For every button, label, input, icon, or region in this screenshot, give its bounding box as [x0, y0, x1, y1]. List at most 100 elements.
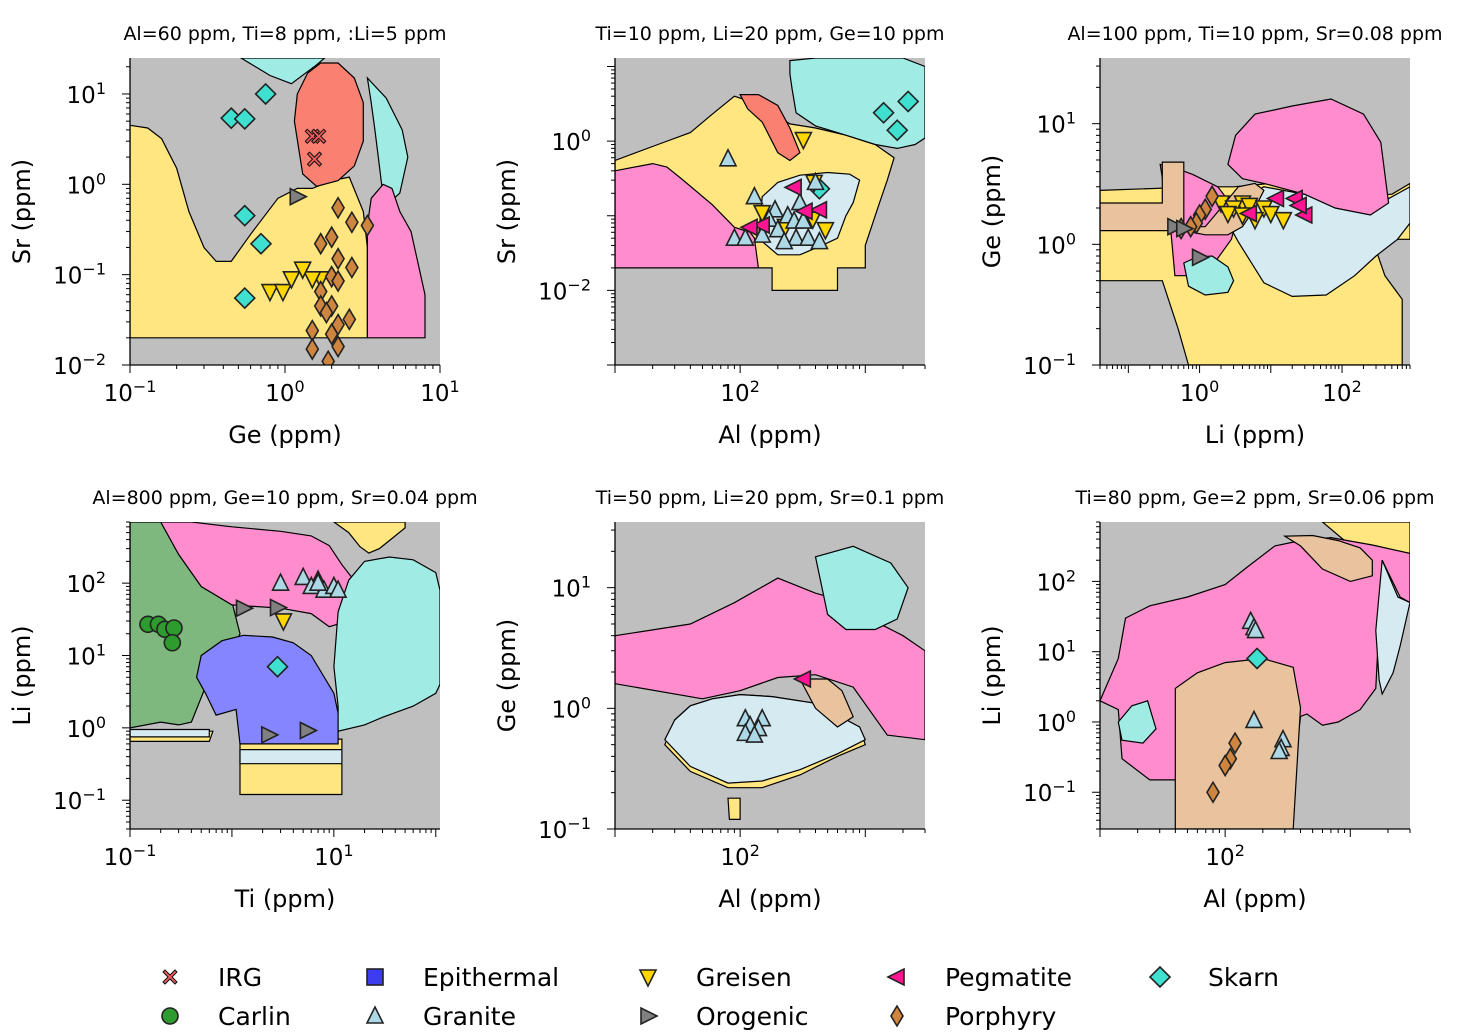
data-points — [1167, 184, 1313, 267]
x-tick-label: 102 — [720, 377, 759, 407]
x-tick-label: 102 — [1322, 377, 1361, 407]
point-granite — [1269, 740, 1289, 760]
point-granite — [1246, 619, 1265, 639]
y-tick-label: 100 — [67, 713, 106, 743]
y-tick-label: 10−2 — [538, 275, 591, 305]
legend-label: Greisen — [696, 963, 792, 992]
x-axis-label: Ge (ppm) — [228, 421, 342, 449]
subplot-4: 10−1 101 10−1 100 101 102 Al=800 ppm, Ge=10 pp… — [8, 487, 478, 913]
point-greisen — [1218, 205, 1238, 225]
data-points — [718, 90, 920, 250]
y-tick-label: 101 — [67, 79, 106, 109]
region-irg — [293, 62, 364, 187]
region-skarn — [239, 58, 326, 85]
legend-item-porphyry: Porphyry — [890, 1002, 1057, 1031]
legend-label: IRG — [218, 963, 262, 992]
point-greisen — [293, 261, 312, 280]
y-axis-label: Ge (ppm) — [493, 619, 521, 733]
legend-marker-porphyry — [890, 1004, 904, 1028]
point-granite — [293, 566, 313, 586]
legend-label: Pegmatite — [945, 963, 1072, 992]
y-tick-label: 10−1 — [53, 785, 106, 815]
x-axis-label: Li (ppm) — [1205, 421, 1305, 449]
point-orogenic — [1167, 217, 1186, 236]
point-orogenic — [299, 721, 319, 740]
point-porphyry — [331, 335, 346, 359]
point-granite — [745, 724, 764, 743]
y-tick-label: 102 — [1037, 566, 1076, 596]
subplot-title: Ti=10 ppm, Li=20 ppm, Ge=10 ppm — [594, 23, 944, 45]
point-skarn — [254, 82, 277, 106]
region-granite — [664, 693, 867, 784]
region-skarn — [333, 556, 440, 732]
x-axis-label: Ti (ppm) — [234, 885, 336, 913]
point-greisen — [302, 270, 322, 290]
legend-item-orogenic: Orogenic — [640, 1002, 809, 1031]
point-granite — [810, 230, 829, 250]
legend-item-pegmatite: Pegmatite — [886, 963, 1072, 992]
point-porphyry — [324, 225, 339, 249]
y-tick-label: 10−1 — [1023, 777, 1076, 807]
point-pegmatite — [783, 178, 802, 197]
point-greisen — [273, 283, 293, 303]
x-tick-label: 101 — [420, 377, 459, 407]
point-granite — [271, 572, 290, 591]
legend-label: Carlin — [218, 1002, 291, 1031]
legend-marker-pegmatite — [886, 967, 905, 987]
region-porphyry — [1282, 534, 1373, 583]
legend-marker-epithermal — [366, 968, 384, 986]
point-skarn — [897, 90, 920, 113]
decision-regions — [130, 58, 426, 339]
region-granite — [130, 728, 210, 738]
point-pegmatite — [1238, 204, 1258, 223]
y-axis-label: Sr (ppm) — [8, 159, 36, 264]
point-granite — [1244, 709, 1264, 729]
point-granite — [718, 147, 738, 167]
point-porphyry — [1228, 731, 1242, 755]
point-orogenic — [260, 725, 280, 745]
subplot-title: Al=800 ppm, Ge=10 ppm, Sr=0.04 ppm — [92, 487, 477, 509]
y-axis-label: Li (ppm) — [978, 625, 1006, 725]
point-skarn — [872, 101, 895, 124]
legend-label: Skarn — [1208, 963, 1279, 992]
y-tick-label: 101 — [552, 573, 591, 603]
x-tick-label: 10−1 — [104, 841, 157, 871]
point-irg — [311, 128, 327, 144]
point-skarn — [886, 119, 909, 142]
y-tick-label: 102 — [67, 568, 106, 598]
y-tick-label: 100 — [1037, 229, 1076, 259]
point-orogenic — [1175, 219, 1195, 238]
point-granite — [768, 218, 788, 238]
legend-label: Epithermal — [423, 963, 559, 992]
y-axis-label: Li (ppm) — [8, 625, 36, 725]
decision-regions — [130, 522, 440, 796]
y-tick-label: 101 — [67, 640, 106, 670]
legend-label: Porphyry — [945, 1002, 1057, 1031]
region-pegmatite — [1227, 98, 1390, 216]
y-axis-label: Sr (ppm) — [493, 159, 521, 264]
point-pegmatite — [739, 218, 758, 237]
point-granite — [308, 572, 328, 591]
point-porphyry — [344, 210, 359, 234]
legend-marker-skarn — [1148, 965, 1172, 989]
point-porphyry — [331, 247, 346, 271]
point-porphyry — [342, 307, 357, 331]
legend-item-skarn: Skarn — [1148, 963, 1279, 992]
point-porphyry — [324, 322, 339, 346]
point-irg — [306, 151, 323, 167]
legend-marker-irg — [162, 969, 178, 985]
point-skarn — [266, 655, 289, 678]
point-porphyry — [1218, 753, 1233, 778]
legend-item-greisen: Greisen — [638, 963, 792, 992]
data-points — [139, 566, 348, 745]
y-tick-label: 100 — [552, 126, 591, 156]
point-granite — [774, 230, 794, 250]
legend-item-granite: Granite — [365, 1002, 516, 1031]
x-tick-label: 101 — [314, 841, 353, 871]
point-greisen — [1261, 205, 1281, 225]
y-tick-label: 10−2 — [53, 350, 106, 380]
